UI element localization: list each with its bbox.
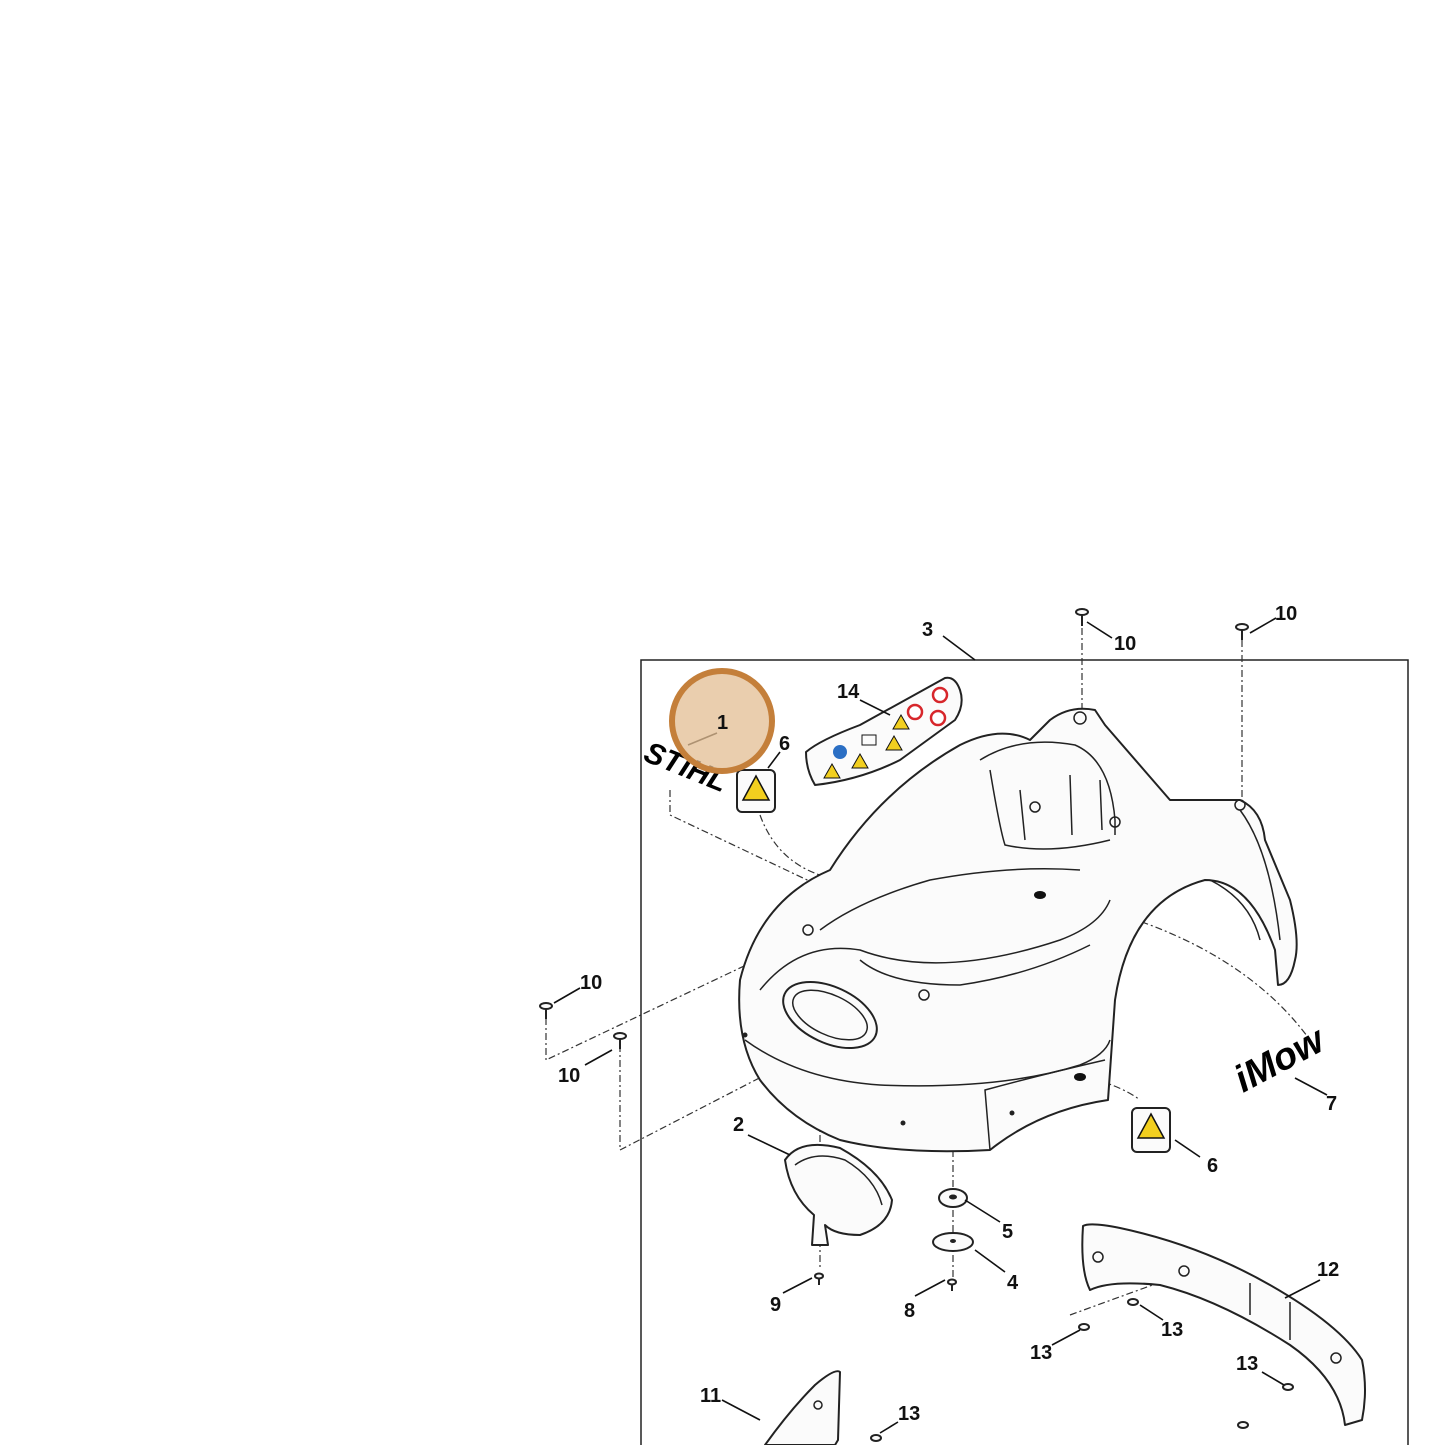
callout-13-a[interactable]: 13 [1161,1319,1183,1341]
callout-10-top[interactable]: 10 [1114,633,1136,655]
screw-13-a [1127,1298,1139,1306]
leader-lines [553,617,1328,1434]
callout-4[interactable]: 4 [1007,1272,1019,1294]
callout-7[interactable]: 7 [1326,1093,1337,1115]
warning-sticker-top [736,769,776,813]
front-bumper-strip [764,1370,841,1445]
callout-6-side[interactable]: 6 [1207,1155,1218,1177]
washer-5 [938,1188,968,1208]
cover-body [738,707,1298,1153]
callout-labels: 1 2 3 4 5 6 6 7 8 9 10 10 10 10 10 11 12… [558,603,1339,1425]
callout-11[interactable]: 11 [700,1385,721,1407]
screw-10-right [1235,623,1249,640]
callout-2[interactable]: 2 [733,1114,744,1136]
screw-10-left-a [539,1002,553,1019]
callout-9[interactable]: 9 [770,1294,781,1316]
cover-housing [738,707,1298,1153]
callout-5[interactable]: 5 [1002,1221,1013,1243]
warning-sticker-side [1131,1107,1171,1153]
imow-logo: iMow [1228,1018,1334,1101]
screw-13-c [1282,1383,1294,1391]
callout-13-d[interactable]: 13 [898,1403,920,1425]
callout-1[interactable]: 1 [717,712,728,734]
screw-10-left-b [613,1032,627,1049]
screws [539,608,1294,1442]
callout-10-left-a[interactable]: 10 [580,972,602,994]
callout-13-c[interactable]: 13 [1236,1353,1258,1375]
callout-3[interactable]: 3 [922,619,933,641]
warning-sticker-strip [805,676,963,786]
front-lens [784,1143,893,1246]
callout-8[interactable]: 8 [904,1300,915,1322]
screw-8 [947,1278,957,1291]
callout-6-top[interactable]: 6 [779,733,790,755]
callout-13-b[interactable]: 13 [1030,1342,1052,1364]
callout-10-left-b[interactable]: 10 [558,1065,580,1087]
rear-bumper-strip [1081,1223,1366,1426]
screw-10-top [1075,608,1089,626]
screw-13-d [870,1434,882,1442]
highlight-marker[interactable] [669,668,775,774]
screw-13-b [1078,1323,1090,1331]
screw-9 [814,1272,824,1285]
callout-14[interactable]: 14 [837,681,860,703]
callout-10-right[interactable]: 10 [1275,603,1297,625]
diagram-frame [640,659,1409,1445]
washer-4 [932,1232,974,1252]
callout-12[interactable]: 12 [1317,1259,1339,1281]
